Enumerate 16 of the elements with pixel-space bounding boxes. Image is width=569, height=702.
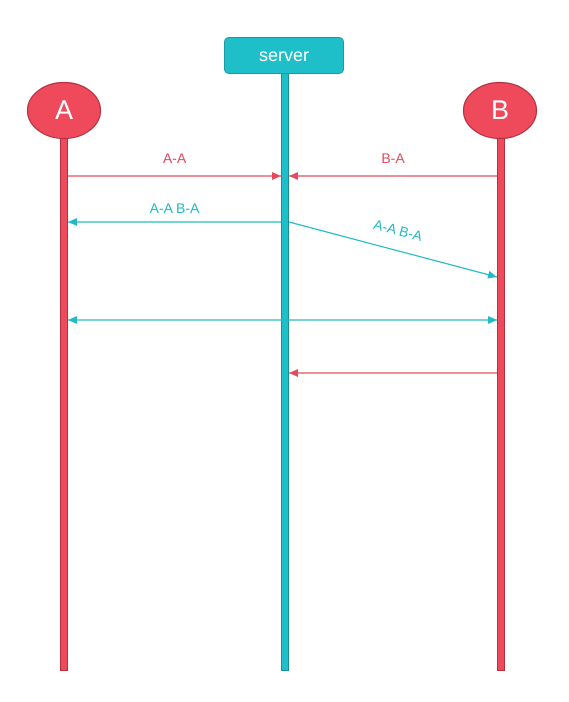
message-arrow	[68, 172, 281, 180]
lifeline-bar	[60, 138, 68, 671]
lifeline-bar	[281, 73, 289, 671]
message-arrow	[288, 221, 498, 279]
message-arrow	[68, 218, 281, 226]
message-arrow	[289, 369, 497, 377]
message-arrow	[68, 316, 497, 324]
participant-ellipse: A	[27, 82, 101, 139]
edge-label: A-A B-A	[372, 216, 424, 244]
edge-label: A-A B-A	[150, 200, 200, 216]
edge-label: B-A	[381, 150, 405, 166]
participant-ellipse: B	[463, 82, 537, 139]
participant-box: server	[224, 37, 344, 74]
message-arrow	[289, 172, 497, 180]
lifeline-bar	[497, 138, 505, 671]
edge-label: A-A	[162, 150, 186, 166]
